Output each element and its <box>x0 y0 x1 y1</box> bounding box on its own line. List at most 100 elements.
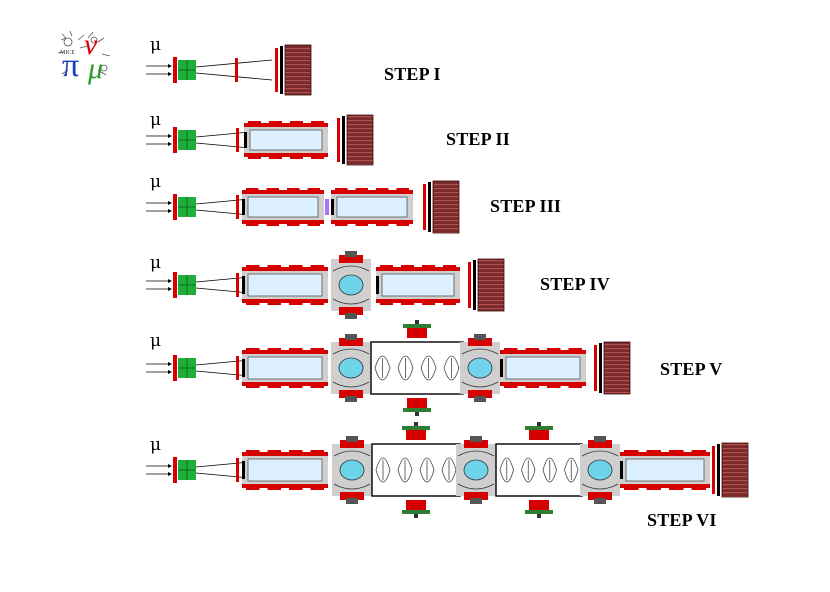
tof-counter <box>173 57 177 83</box>
afc-coil <box>339 255 363 263</box>
beam-line <box>195 472 251 479</box>
afc-coil <box>340 492 364 500</box>
rf-cavity <box>374 355 391 381</box>
afc-support <box>474 334 486 340</box>
rf-cavity <box>499 457 514 483</box>
tracker-endplate <box>242 276 245 294</box>
coil-segment <box>380 265 393 268</box>
coil-segment <box>267 348 281 351</box>
rf-cavity <box>420 355 437 381</box>
coil-segment <box>355 223 368 226</box>
coil-segment <box>568 385 582 388</box>
tracker-endplate <box>376 276 379 294</box>
tracker-volume <box>247 356 323 380</box>
beam-line <box>195 370 251 377</box>
beam-line <box>195 198 251 205</box>
tracker-volume <box>247 273 323 297</box>
coil-segment <box>443 265 456 268</box>
coupling-coil <box>406 430 426 440</box>
coupling-flange <box>403 408 431 412</box>
coil-segment <box>380 302 393 305</box>
calorimeter <box>603 341 631 395</box>
logo-letter-nu: ν <box>84 28 98 61</box>
tracker-coil <box>244 153 328 157</box>
afc-coil <box>339 390 363 398</box>
coupling-coil <box>529 500 549 510</box>
afc-support <box>470 436 482 442</box>
coil-segment <box>691 487 706 490</box>
absorber-window <box>457 450 495 490</box>
coil-segment <box>547 385 561 388</box>
tof-counter <box>173 272 177 298</box>
mu-label-step-3: μ <box>150 172 162 192</box>
beam-line <box>195 131 251 138</box>
coil-segment <box>246 188 259 191</box>
coupling-post <box>537 422 541 426</box>
beam-line <box>195 276 251 283</box>
calorimeter <box>346 114 374 166</box>
coupling-post <box>415 320 419 324</box>
tracker-coil <box>331 190 413 194</box>
arrow-head <box>168 362 172 374</box>
ckov-counter <box>594 345 597 391</box>
ckov-counter <box>236 195 239 219</box>
coil-segment <box>310 302 324 305</box>
tracker-volume <box>247 458 323 482</box>
coil-segment <box>504 385 518 388</box>
afc-coil <box>468 390 492 398</box>
arrow-head <box>168 201 172 213</box>
coil-segment <box>248 156 261 159</box>
coil-segment <box>669 487 684 490</box>
calorimeter <box>432 180 460 234</box>
tracker-coil <box>242 452 328 456</box>
tracker-coil <box>620 484 710 488</box>
afc-coil <box>588 440 612 448</box>
absorber-window <box>461 348 499 388</box>
arrow-head <box>168 134 172 146</box>
tracker-volume <box>336 196 408 218</box>
coil-segment <box>246 450 260 453</box>
tof-plane <box>717 444 720 496</box>
afc-support <box>474 396 486 402</box>
tof-plane <box>599 343 602 393</box>
absorber <box>467 357 493 379</box>
coil-segment <box>267 487 281 490</box>
tracker-coil <box>242 350 328 354</box>
coupling-coil <box>407 328 427 338</box>
coil-segment <box>289 450 303 453</box>
logo-letter-mu: μ <box>87 52 103 85</box>
tracker-coil <box>244 123 328 127</box>
afc-support <box>345 313 357 319</box>
beam-line <box>195 72 273 81</box>
calorimeter <box>284 44 312 96</box>
step-1-layout <box>146 44 312 96</box>
coil-segment <box>401 265 414 268</box>
coil-segment <box>289 385 303 388</box>
coil-segment <box>289 302 303 305</box>
coil-segment <box>624 487 639 490</box>
coil-segment <box>307 223 320 226</box>
coupling-post <box>537 514 541 518</box>
coil-segment <box>290 121 303 124</box>
tof-plane <box>473 260 476 310</box>
step-2-label: STEP II <box>446 129 510 149</box>
step-3-label: STEP III <box>490 196 562 216</box>
tracker-coil <box>620 452 710 456</box>
tracker-volume <box>505 356 581 380</box>
tracker-endplate <box>620 461 623 479</box>
absorber <box>587 459 613 481</box>
coupling-flange <box>525 510 553 514</box>
coupling-post <box>414 514 418 518</box>
coil-segment <box>311 121 324 124</box>
tracker-coil <box>376 299 460 303</box>
coil-segment <box>246 223 259 226</box>
tracker-endplate <box>244 132 247 148</box>
coil-segment <box>310 450 324 453</box>
tracker-coil <box>242 190 324 194</box>
tracker-coil <box>242 220 324 224</box>
beam-line <box>195 287 251 294</box>
coupling-flange <box>402 510 430 514</box>
rf-cavity <box>564 457 579 483</box>
tracker-volume <box>249 129 323 151</box>
afc-support <box>345 334 357 340</box>
